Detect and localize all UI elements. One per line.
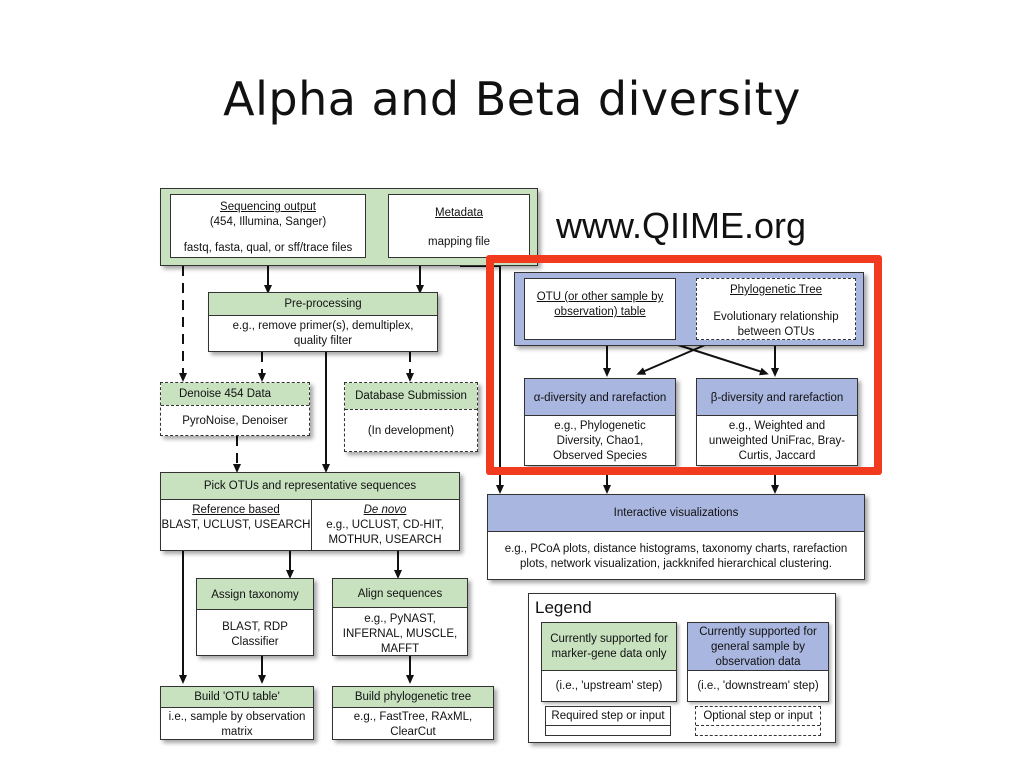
legend-title: Legend [535,598,592,617]
arrow-tree-to-alpha [636,344,706,375]
interactive-visualizations-body: e.g., PCoA plots, distance histograms, t… [504,543,848,570]
denoise-title: Denoise 454 Data [178,388,272,400]
otu-table-input-label: OTU (or other sample by observation) tab… [536,291,664,318]
sequencing-output-formats: fastq, fasta, qual, or sff/trace files [183,242,353,254]
build-tree-box[interactable]: Build phylogenetic tree e.g., FastTree, … [332,686,494,740]
metadata-title: Metadata [435,207,483,219]
denoise-body: PyroNoise, Denoiser [182,415,288,427]
interactive-visualizations-box[interactable]: Interactive visualizations e.g., PCoA pl… [487,494,865,580]
pick-otus-title: Pick OTUs and representative sequences [203,480,417,492]
database-submission-box[interactable]: Database Submission (In development) [344,382,478,452]
otu-table-input-box[interactable]: OTU (or other sample by observation) tab… [524,278,676,340]
build-otu-table-box[interactable]: Build 'OTU table' i.e., sample by observ… [160,686,314,740]
preprocessing-body: e.g., remove primer(s), demultiplex, qua… [232,320,414,347]
assign-taxonomy-box[interactable]: Assign taxonomy BLAST, RDP Classifier [196,578,314,656]
legend-general-note: (i.e., 'downstream' step) [697,680,819,692]
metadata-mapping-file: mapping file [427,236,490,248]
legend-general: Currently supported for general sample b… [687,622,829,702]
phylo-tree-input-box[interactable]: Phylogenetic Tree Evolutionary relations… [696,278,856,340]
reference-based-title: Reference based [192,504,280,516]
pick-otus-box[interactable]: Pick OTUs and representative sequences R… [160,472,460,551]
build-tree-body: e.g., FastTree, RAxML, ClearCut [353,711,473,738]
build-otu-table-title: Build 'OTU table' [194,691,280,703]
legend-required: Required step or input [545,706,671,736]
slide-title: Alpha and Beta diversity [223,72,801,126]
preprocessing-box[interactable]: Pre-processing e.g., remove primer(s), d… [208,292,438,352]
database-submission-body: (In development) [367,425,455,437]
legend-optional: Optional step or input [695,706,821,736]
legend-marker-gene: Currently supported for marker-gene data… [541,622,677,702]
align-sequences-box[interactable]: Align sequences e.g., PyNAST, INFERNAL, … [332,578,468,656]
denoise-box[interactable]: Denoise 454 Data PyroNoise, Denoiser [160,382,310,436]
align-sequences-body: e.g., PyNAST, INFERNAL, MUSCLE, MAFFT [342,613,458,655]
legend-marker-gene-label: Currently supported for marker-gene data… [550,633,668,660]
beta-diversity-box[interactable]: β-diversity and rarefaction e.g., Weight… [696,378,858,466]
build-tree-title: Build phylogenetic tree [354,691,472,703]
beta-diversity-body: e.g., Weighted and unweighted UniFrac, B… [708,420,846,462]
interactive-visualizations-title: Interactive visualizations [613,507,739,519]
sequencing-output-box[interactable]: Sequencing output (454, Illumina, Sanger… [170,194,366,258]
highlight-frame [486,255,882,475]
alpha-diversity-body: e.g., Phylogenetic Diversity, Chao1, Obs… [553,420,647,462]
align-sequences-title: Align sequences [357,588,443,600]
sequencing-output-title: Sequencing output [220,201,316,213]
phylo-tree-input-title: Phylogenetic Tree [729,284,823,296]
qiime-url[interactable]: www.QIIME.org [556,205,807,246]
legend-required-label: Required step or input [551,710,665,722]
legend-general-label: Currently supported for general sample b… [699,626,817,668]
phylo-tree-input-body: Evolutionary relationship between OTUs [713,311,839,338]
legend-optional-label: Optional step or input [703,710,813,722]
preprocessing-title: Pre-processing [284,298,362,310]
metadata-box[interactable]: Metadata mapping file [388,194,530,258]
build-otu-table-body: i.e., sample by observation matrix [168,711,306,738]
de-novo-title: De novo [363,504,407,516]
beta-diversity-title: β-diversity and rarefaction [710,392,844,404]
assign-taxonomy-title: Assign taxonomy [211,589,299,601]
reference-based-body: BLAST, UCLUST, USEARCH [161,519,311,531]
assign-taxonomy-body: BLAST, RDP Classifier [222,621,288,648]
database-submission-title: Database Submission [355,390,467,402]
legend-marker-gene-note: (i.e., 'upstream' step) [555,680,663,692]
alpha-diversity-box[interactable]: α-diversity and rarefaction e.g., Phylog… [524,378,676,466]
arrow-meta-to-interactive [460,265,504,494]
alpha-diversity-title: α-diversity and rarefaction [533,392,667,404]
legend-box: Legend Currently supported for marker-ge… [528,593,836,743]
sequencing-output-platforms: (454, Illumina, Sanger) [209,216,327,228]
de-novo-body: e.g., UCLUST, CD-HIT, MOTHUR, USEARCH [326,519,444,546]
